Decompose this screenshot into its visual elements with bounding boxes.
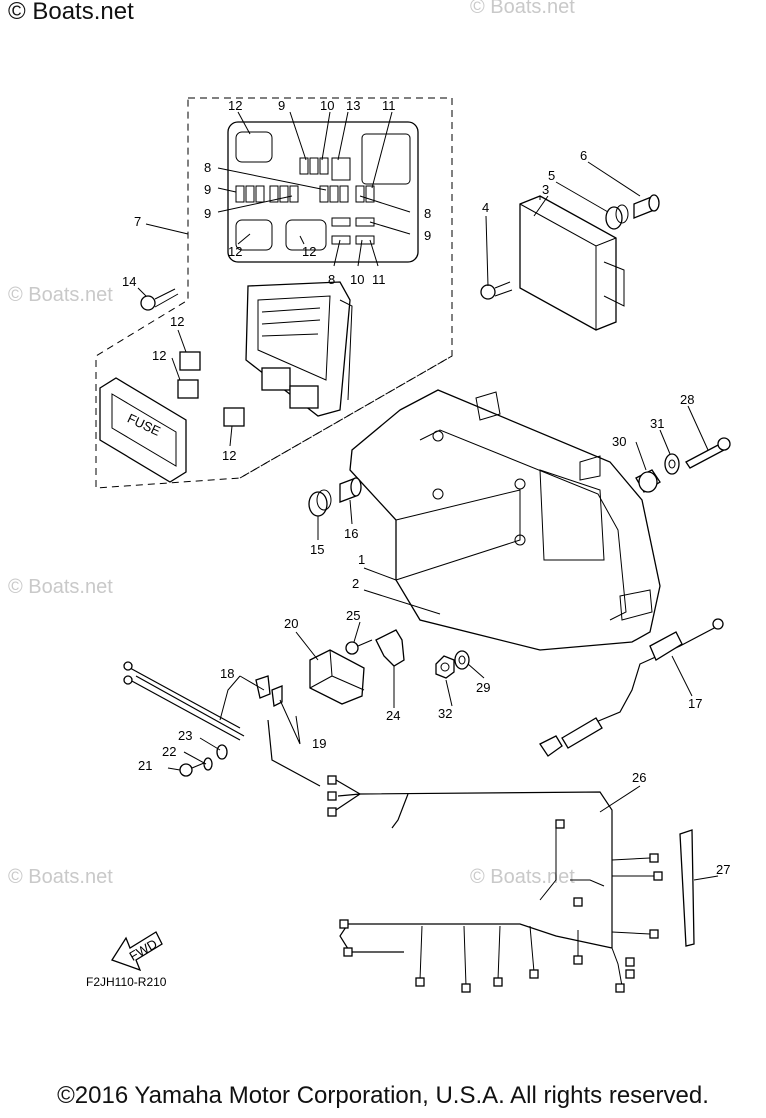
leader-lines (137, 111, 719, 881)
fuse-cover: FUSE (99, 377, 187, 483)
bolt-21 (179, 762, 205, 777)
sensor-cable-17 (539, 618, 724, 757)
callout-31: 31 (650, 416, 664, 431)
callout-9: 9 (278, 98, 285, 113)
watermark-faint: © Boats.net (470, 866, 575, 888)
callout-17: 17 (688, 696, 702, 711)
callout-29: 29 (476, 680, 490, 695)
grommet-15 (308, 489, 332, 517)
callout-10: 10 (350, 272, 364, 287)
relay-20 (309, 649, 365, 705)
watermark-faint: © Boats.net (8, 576, 113, 598)
watermark-faint: © Boats.net (8, 866, 113, 888)
callout-27: 27 (716, 862, 730, 877)
callout-12: 12 (302, 244, 316, 259)
callout-24: 24 (386, 708, 400, 723)
callout-16: 16 (344, 526, 358, 541)
callout-21: 21 (138, 758, 152, 773)
callout-12: 12 (222, 448, 236, 463)
grommet-5 (605, 204, 629, 230)
callout-8: 8 (328, 272, 335, 287)
callout-28: 28 (680, 392, 694, 407)
callout-18: 18 (220, 666, 234, 681)
callout-30: 30 (612, 434, 626, 449)
collar-16 (339, 477, 362, 503)
diagram-code: F2JH110-R210 (86, 975, 167, 989)
callout-19: 19 (312, 736, 326, 751)
callout-12: 12 (228, 98, 242, 113)
fuse-box-body (245, 281, 353, 417)
bracket-24 (375, 629, 405, 667)
bolt-14 (140, 288, 179, 311)
battery-cables (123, 661, 321, 787)
callout-12: 12 (228, 244, 242, 259)
washer-31 (664, 453, 680, 475)
callout-14: 14 (122, 274, 136, 289)
nut-32 (435, 655, 455, 679)
fuse-box-lower-outline (239, 355, 453, 479)
callout-5: 5 (548, 168, 555, 183)
callout-25: 25 (346, 608, 360, 623)
collar-6 (633, 194, 660, 219)
callout-1: 1 (358, 552, 365, 567)
callout-12: 12 (170, 314, 184, 329)
callout-11: 11 (372, 272, 386, 287)
fwd-arrow-icon: FWD (111, 931, 163, 972)
washer-22 (203, 757, 213, 771)
callout-22: 22 (162, 744, 176, 759)
bolt-28 (685, 437, 731, 469)
callout-23: 23 (178, 728, 192, 743)
watermark-faint: © Boats.net (470, 0, 575, 18)
callout-20: 20 (284, 616, 298, 631)
wire-harness-26 (327, 775, 663, 993)
callout-8: 8 (204, 160, 211, 175)
callout-2: 2 (352, 576, 359, 591)
ecu-module (519, 195, 625, 331)
watermark-faint: © Boats.net (8, 284, 113, 306)
callout-9: 9 (204, 182, 211, 197)
relay-parts (177, 351, 319, 427)
watermark-top: © Boats.net (8, 0, 134, 25)
electrical-bracket (349, 389, 661, 651)
callout-6: 6 (580, 148, 587, 163)
fuse-box-group-outline (95, 97, 453, 489)
bolt-4 (480, 281, 513, 300)
callout-10: 10 (320, 98, 334, 113)
copyright-notice: ©2016 Yamaha Motor Corporation, U.S.A. A… (57, 1082, 709, 1109)
fuse-panel (227, 121, 419, 263)
washer-23 (216, 744, 228, 760)
spacer-30 (635, 469, 661, 493)
cable-tie-27 (679, 829, 695, 947)
callout-4: 4 (482, 200, 489, 215)
callout-32: 32 (438, 706, 452, 721)
washer-29 (454, 650, 470, 670)
callout-12: 12 (152, 348, 166, 363)
callout-3: 3 (542, 182, 549, 197)
callout-9: 9 (204, 206, 211, 221)
callout-labels: 1 2 3 4 5 6 7 8 8 8 9 9 9 9 10 10 11 11 … (122, 98, 730, 877)
callout-11: 11 (382, 98, 396, 113)
bolt-25 (345, 639, 373, 655)
callout-9: 9 (424, 228, 431, 243)
callout-7: 7 (134, 214, 141, 229)
callout-15: 15 (310, 542, 324, 557)
callout-26: 26 (632, 770, 646, 785)
callout-13: 13 (346, 98, 360, 113)
callout-8: 8 (424, 206, 431, 221)
